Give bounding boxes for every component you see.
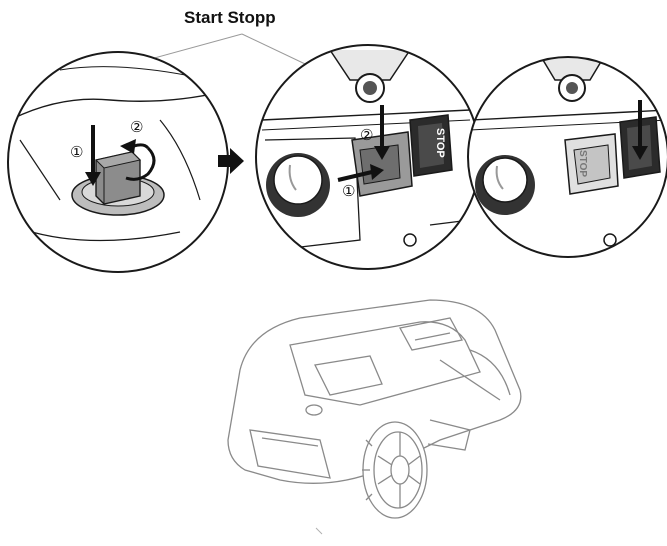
panel-stop-removal: [255, 44, 481, 270]
push-arrow-icon: [337, 164, 384, 182]
step-number-2-removal: ②: [360, 126, 373, 144]
step-number-1-removal: ①: [342, 182, 355, 200]
diagram-title: Start Stopp: [184, 8, 276, 27]
panel-knob-closeup: [7, 51, 229, 273]
stop-label-removal: STOP: [434, 128, 446, 158]
step-number-1-knob: ①: [70, 143, 83, 161]
stop-label-recess: STOP: [577, 150, 588, 177]
down-arrow-icon: [632, 100, 648, 160]
panel-stop-installed: [467, 56, 667, 258]
base-mark: [315, 527, 323, 535]
panel-installed-border: [467, 56, 667, 258]
robotic-mower-illustration: [227, 299, 522, 519]
arrow-right-icon: [218, 148, 244, 174]
curved-arrow-icon: [120, 139, 156, 181]
down-arrow-icon: [85, 125, 101, 186]
down-arrow-icon: [374, 105, 390, 160]
step-number-2-knob: ②: [130, 118, 143, 136]
